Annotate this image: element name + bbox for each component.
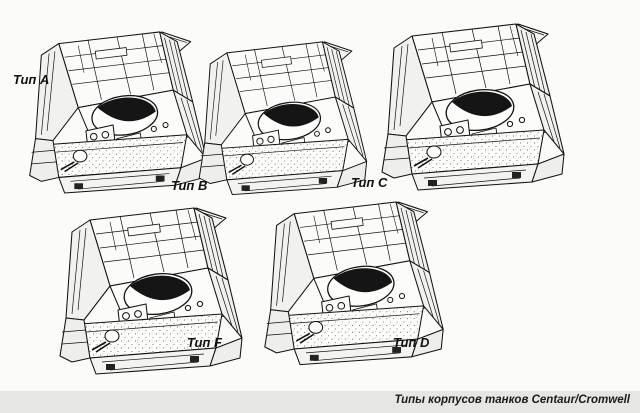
hull-drawing-type-b — [198, 41, 368, 196]
hull-drawing-type-a — [28, 31, 208, 194]
illustration-plate: Тип A Тип B Тип C Тип F Тип D — [0, 0, 640, 391]
hull-label-type-a: Тип A — [13, 72, 50, 87]
hull-illustrations — [28, 23, 565, 375]
hull-label-type-f: Тип F — [187, 335, 222, 350]
hull-drawing-type-c — [381, 23, 565, 191]
figure-caption: Типы корпусов танков Centaur/Cromwell — [394, 394, 630, 406]
hull-label-type-b: Тип B — [171, 178, 208, 193]
hull-label-type-c: Тип C — [351, 175, 388, 190]
hull-label-type-d: Тип D — [393, 335, 430, 350]
